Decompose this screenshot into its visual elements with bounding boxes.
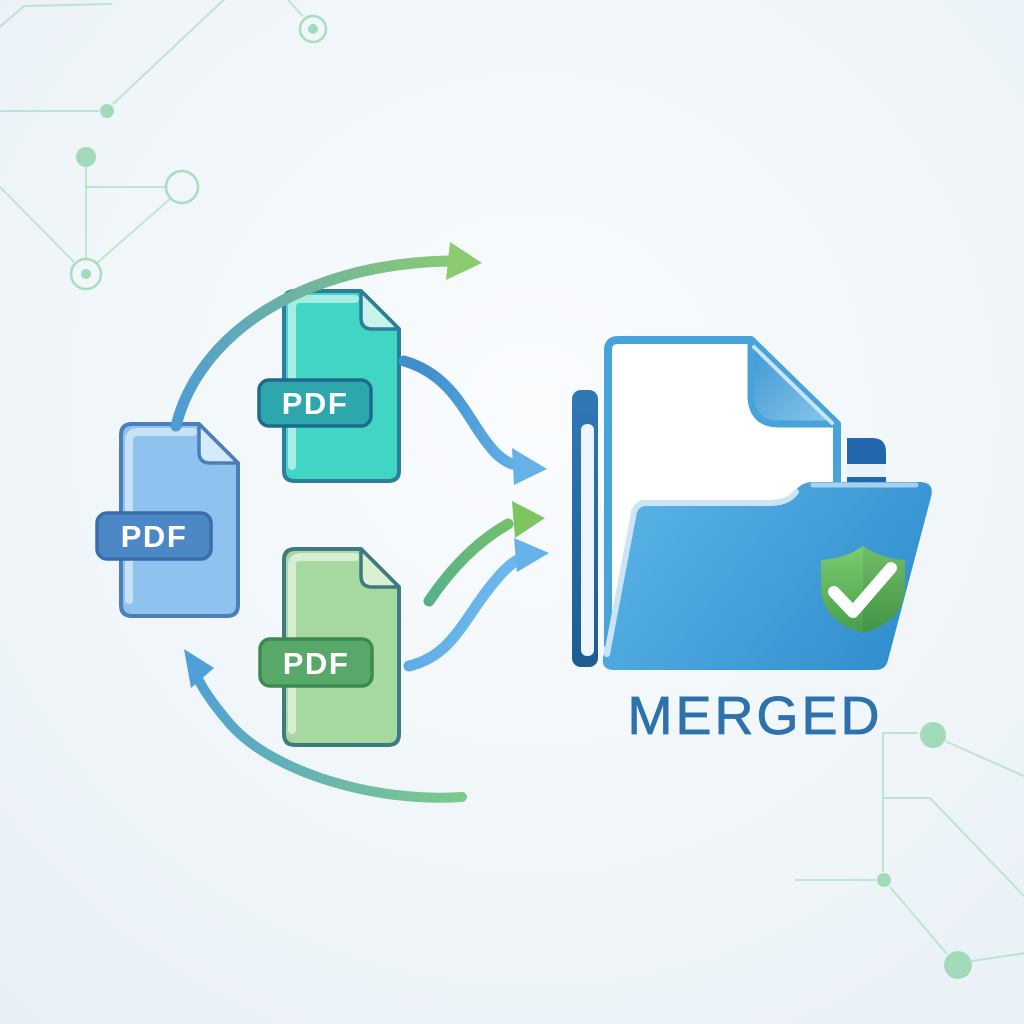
pdf-file-green-icon: PDF — [258, 547, 401, 747]
shield-check-icon — [821, 546, 905, 633]
checkmark-icon — [828, 562, 897, 618]
merge-arrows — [170, 242, 549, 803]
merge-arrow-green-to-folder — [403, 553, 525, 672]
network-node-dot — [920, 722, 946, 748]
network-line — [0, 3, 113, 29]
file-highlight — [288, 553, 359, 734]
network-decoration-bottom-right — [795, 722, 1024, 979]
cycle-arrow-top-head — [446, 242, 482, 280]
cycle-arrow-bottom-head — [184, 649, 214, 688]
network-node-dot — [877, 873, 891, 887]
file-fold-corner — [197, 422, 240, 465]
pdf-badge — [95, 511, 213, 561]
pdf-badge-label: PDF — [283, 646, 350, 681]
merged-label: MERGED — [627, 686, 882, 746]
file-fold-corner — [359, 547, 401, 589]
merge-arrow-head — [512, 448, 547, 485]
folder-tab-stripe — [847, 464, 886, 477]
folder-front-highlight — [604, 489, 799, 657]
file-highlight — [288, 295, 359, 470]
merge-arrow-middle-green — [423, 518, 514, 607]
folder-tab — [847, 438, 886, 487]
network-line — [286, 0, 304, 17]
network-node-ring — [164, 169, 200, 205]
cycle-arrow-bottom — [191, 669, 467, 803]
document-fold-corner — [747, 336, 841, 428]
network-node-dot — [81, 269, 91, 279]
network-line — [971, 952, 1024, 962]
network-decoration-top-left — [0, 0, 328, 291]
network-node-dot — [944, 951, 972, 979]
merged-folder-icon: MERGED — [572, 336, 932, 746]
network-line — [889, 886, 948, 955]
document-fold-crease — [752, 345, 834, 425]
pdf-badge-label: PDF — [282, 386, 349, 421]
network-line — [96, 198, 171, 264]
network-line — [944, 740, 1024, 778]
network-node-dot — [308, 24, 318, 34]
network-node-ring — [69, 257, 103, 291]
merge-arrow-teal-to-folder — [398, 355, 518, 470]
folder-spine-highlight — [581, 424, 594, 656]
network-line — [0, 186, 75, 263]
pdf-file-teal-icon: PDF — [257, 289, 401, 483]
network-node-dot — [100, 104, 114, 118]
network-node-dot — [76, 147, 96, 167]
network-node-ring — [298, 14, 328, 44]
network-line — [883, 797, 1024, 898]
pdf-badge-label: PDF — [121, 519, 188, 554]
pdf-file-blue-icon: PDF — [95, 422, 240, 618]
pdf-badge — [257, 378, 373, 428]
cycle-arrow-top — [170, 255, 455, 432]
pdf-badge — [258, 637, 374, 688]
merge-arrow-head — [514, 538, 549, 572]
file-fold-corner — [359, 289, 401, 331]
file-highlight — [125, 428, 197, 604]
merge-arrow-head — [512, 501, 545, 538]
network-line — [112, 0, 225, 105]
